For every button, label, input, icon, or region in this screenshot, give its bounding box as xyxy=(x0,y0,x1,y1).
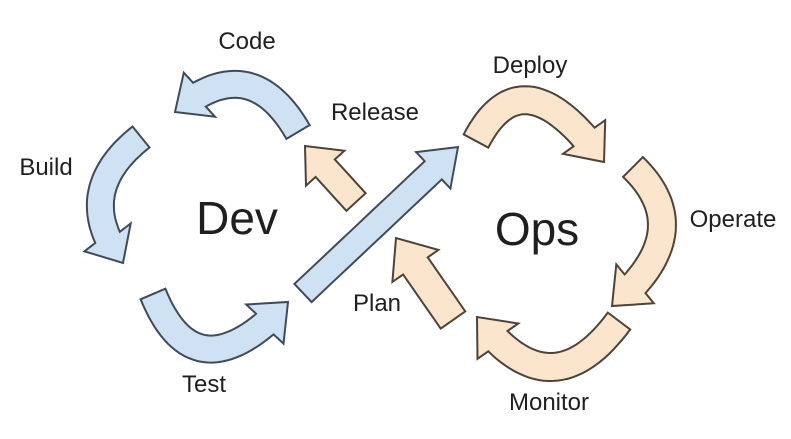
stage-label-release: Release xyxy=(330,99,420,126)
stage-label-plan: Plan xyxy=(352,290,402,317)
stage-label-test: Test xyxy=(181,371,227,398)
stage-label-code: Code xyxy=(218,28,276,55)
deploy-arrow xyxy=(462,85,607,164)
release-arrow xyxy=(303,144,368,213)
operate-arrow xyxy=(610,155,677,308)
dev-to-ops-crossing-arrow xyxy=(292,145,460,304)
test-arrow xyxy=(139,287,290,364)
stage-label-operate: Operate xyxy=(689,206,777,233)
ops-loop-label: Ops xyxy=(494,203,580,255)
build-arrow xyxy=(82,125,151,265)
stage-label-deploy: Deploy xyxy=(492,52,568,79)
dev-loop-label: Dev xyxy=(196,192,278,244)
plan-arrow xyxy=(391,236,467,330)
monitor-arrow xyxy=(475,311,632,383)
stage-label-build: Build xyxy=(19,154,73,181)
stage-label-monitor: Monitor xyxy=(508,389,590,416)
code-arrow xyxy=(173,69,311,141)
